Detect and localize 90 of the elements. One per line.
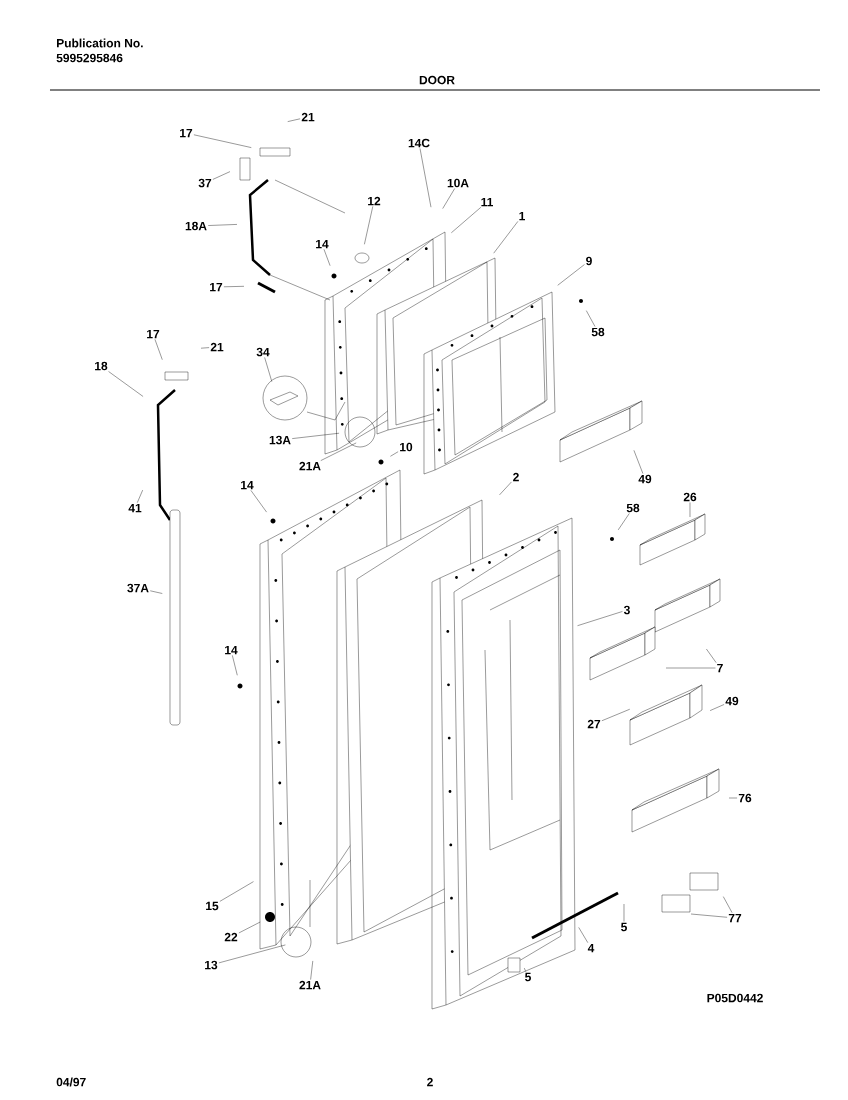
leader-line [287, 118, 301, 122]
callout-number: 14C [408, 138, 430, 148]
callout-number: 49 [638, 474, 652, 484]
leader-line [390, 451, 399, 457]
leader-line [193, 134, 252, 148]
leader-line [665, 667, 716, 669]
leader-line [310, 960, 313, 980]
callout-number: 27 [587, 719, 601, 729]
publication-label: Publication No. [57, 38, 143, 48]
leader-line [320, 442, 357, 461]
leader-line [264, 357, 272, 382]
leader-line [493, 221, 519, 254]
leader-line [690, 913, 728, 918]
callout-number: 76 [738, 793, 752, 803]
callout-number: 3 [623, 605, 630, 615]
date-label: 04/97 [56, 1077, 86, 1087]
callout-number: 14 [241, 480, 254, 490]
callout-number: 12 [368, 196, 381, 206]
callout-number: 5 [621, 922, 627, 932]
callout-number: 18A [185, 221, 207, 231]
leader-line [323, 249, 331, 266]
callout-number: 58 [626, 503, 640, 513]
callout-number: 22 [224, 932, 238, 942]
callout-number: 37A [127, 583, 149, 593]
leader-line [137, 489, 143, 503]
callout-number: 21 [301, 112, 315, 122]
leader-line [238, 921, 261, 934]
callout-number: 14 [316, 239, 329, 249]
callout-number: 11 [481, 197, 493, 207]
leader-line [601, 709, 630, 721]
callout-number: 1 [519, 211, 525, 221]
leader-line [706, 648, 717, 663]
callout-number: 10A [447, 178, 469, 188]
leader-line [557, 264, 585, 286]
callout-number: 58 [591, 327, 605, 337]
leader-line [723, 896, 733, 913]
leader-line [524, 967, 526, 972]
leader-line [578, 927, 589, 943]
callout-number: 13 [205, 960, 218, 970]
leader-line [689, 502, 691, 518]
leader-line [150, 590, 163, 594]
callout-number: 26 [683, 492, 697, 502]
leader-line [451, 207, 481, 233]
leader-line [200, 347, 210, 349]
leader-line [218, 944, 286, 964]
callout-number: 37 [198, 178, 212, 188]
leader-line [618, 513, 630, 531]
leader-line [633, 450, 644, 474]
publication-number: 5995295846 [56, 53, 123, 63]
callout-number: 21A [299, 980, 321, 990]
callout-number: 13A [269, 435, 291, 445]
callout-number: 21A [299, 461, 321, 471]
leader-line [223, 286, 245, 287]
leader-line [364, 206, 373, 245]
drawing-number: P05D0442 [707, 993, 763, 1003]
callout-number: 49 [725, 696, 739, 706]
callout-number: 15 [206, 901, 219, 911]
leader-line [709, 704, 725, 711]
page-number: 2 [427, 1077, 433, 1087]
callout-number: 17 [147, 329, 160, 339]
leader-line [728, 797, 738, 799]
callout-number: 14 [225, 645, 238, 655]
leader-line [577, 611, 623, 626]
leader-line [499, 481, 512, 496]
callout-number: 18 [95, 361, 108, 371]
callout-number: 2 [513, 472, 519, 482]
callout-number: 7 [717, 663, 723, 673]
callout-number: 9 [586, 256, 592, 266]
leader-line [154, 339, 163, 360]
callout-number: 10 [400, 442, 413, 452]
callout-number: 5 [525, 972, 531, 982]
leader-line [108, 371, 144, 397]
leader-line [292, 433, 340, 439]
leader-line [586, 310, 596, 327]
leader-line [219, 881, 254, 902]
section-title: DOOR [419, 75, 455, 85]
callout-number: 17 [210, 282, 223, 292]
callout-number: 77 [728, 913, 742, 923]
callout-number: 41 [128, 503, 142, 513]
leader-line [232, 655, 238, 676]
callout-number: 4 [587, 943, 595, 953]
callout-number: 17 [180, 128, 193, 138]
leader-line [212, 171, 231, 180]
leader-line [623, 903, 625, 922]
leader-line [442, 188, 455, 209]
leader-line [419, 148, 432, 208]
leader-line [208, 224, 238, 226]
callout-number: 34 [256, 347, 270, 357]
callout-number: 21 [210, 342, 224, 352]
leader-line [250, 490, 267, 513]
